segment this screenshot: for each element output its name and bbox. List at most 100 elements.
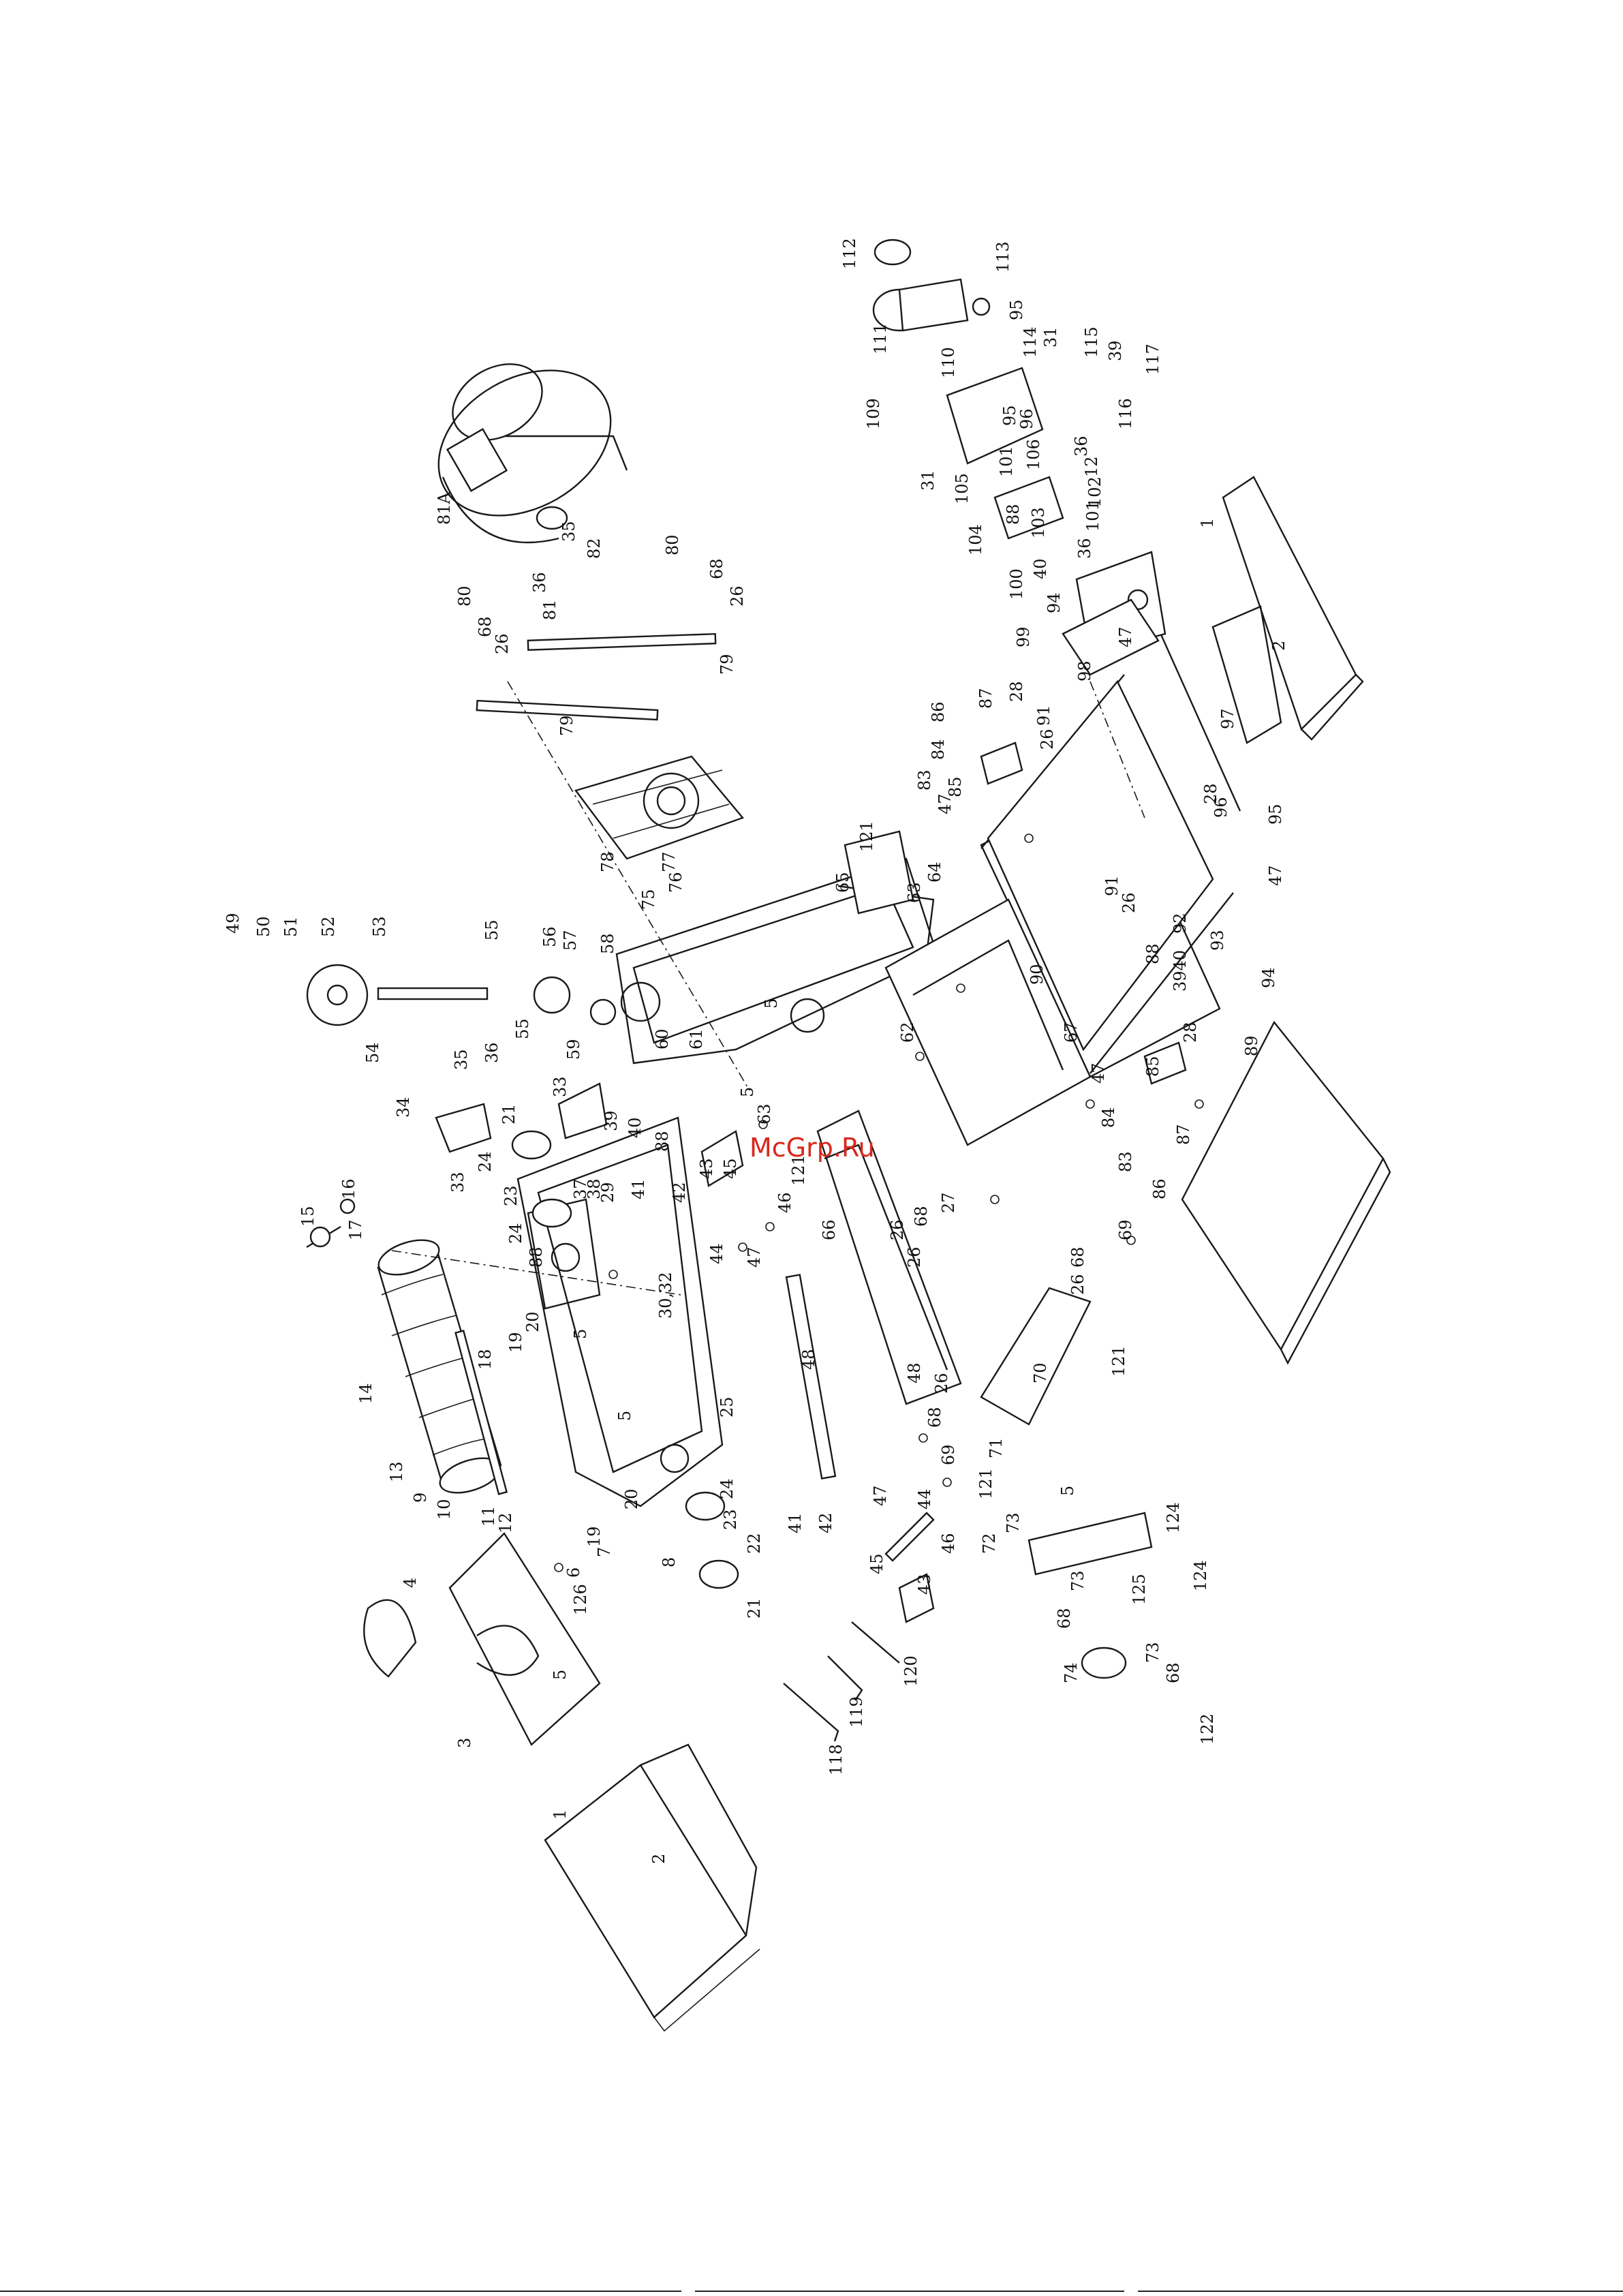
part-label-56: 56 [540, 926, 559, 947]
part-label-75: 75 [639, 889, 658, 910]
part-label-20: 20 [523, 1311, 542, 1332]
part-label-57: 57 [561, 930, 580, 951]
part-label-103: 103 [1029, 507, 1048, 538]
pulley-52 [306, 964, 369, 1026]
assembly-line-3 [1089, 681, 1145, 818]
part-label-63: 63 [755, 1103, 774, 1124]
part-label-71: 71 [987, 1437, 1006, 1458]
part-label-5: 5 [1058, 1486, 1077, 1496]
part-label-24: 24 [506, 1223, 525, 1244]
table-1-upper [1211, 476, 1364, 744]
part-label-48: 48 [799, 1349, 818, 1370]
part-label-5: 5 [738, 1087, 757, 1097]
part-label-88: 88 [653, 1131, 672, 1152]
part-label-69: 69 [939, 1444, 958, 1465]
part-label-115: 115 [1082, 326, 1101, 358]
part-label-26: 26 [1068, 1274, 1087, 1295]
guard-43a [700, 1130, 744, 1187]
part-label-122: 122 [1198, 1713, 1217, 1745]
bar-79-upper [527, 632, 717, 652]
bearing-24b [685, 1491, 726, 1521]
part-label-18: 18 [476, 1349, 495, 1370]
part-label-15: 15 [298, 1206, 318, 1227]
part-label-40: 40 [1031, 558, 1050, 579]
part-label-101: 101 [1083, 500, 1102, 532]
part-label-8: 8 [660, 1557, 679, 1567]
part-label-1: 1 [551, 1809, 570, 1820]
part-label-73: 73 [1143, 1642, 1162, 1663]
part-label-70: 70 [1031, 1362, 1050, 1383]
part-label-1: 1 [1198, 518, 1217, 528]
part-label-125: 125 [1130, 1574, 1149, 1605]
part-label-68: 68 [707, 558, 726, 579]
part-label-99: 99 [1014, 626, 1033, 647]
part-label-33: 33 [448, 1172, 467, 1193]
part-label-26: 26 [932, 1373, 951, 1394]
part-label-42: 42 [670, 1182, 689, 1203]
part-label-89: 89 [1242, 1035, 1261, 1056]
wrench-119 [827, 1655, 863, 1701]
part-label-124: 124 [1164, 1502, 1183, 1533]
part-label-94: 94 [1045, 592, 1064, 613]
part-label-110: 110 [939, 347, 958, 378]
part-label-60: 60 [653, 1028, 672, 1050]
bracket-70 [980, 1287, 1092, 1426]
part-drawings [306, 239, 1391, 2032]
part-label-104: 104 [966, 524, 985, 555]
part-label-61: 61 [687, 1028, 706, 1050]
wrench-118 [783, 1683, 839, 1742]
part-label-64: 64 [925, 861, 944, 883]
part-label-79: 79 [557, 715, 576, 736]
bearing-24a [511, 1130, 552, 1160]
part-label-47: 47 [936, 793, 955, 814]
part-label-80: 80 [663, 534, 682, 555]
bracket-65 [844, 830, 914, 915]
part-label-68: 68 [1164, 1662, 1183, 1683]
part-label-65: 65 [833, 872, 852, 893]
part-label-45: 45 [721, 1158, 740, 1179]
part-label-116: 116 [1116, 398, 1135, 429]
ring-16 [339, 1198, 356, 1214]
part-label-83: 83 [1116, 1151, 1135, 1172]
part-label-36: 36 [1075, 538, 1094, 559]
part-label-62: 62 [898, 1022, 917, 1043]
part-label-86: 86 [929, 701, 948, 722]
part-label-73: 73 [1004, 1512, 1023, 1533]
left-frame-25 [516, 1116, 724, 1507]
bar-18 [454, 1330, 508, 1495]
part-label-91: 91 [1034, 705, 1053, 726]
mount-plate-78 [574, 755, 745, 860]
part-label-35: 35 [452, 1049, 471, 1070]
part-label-17: 17 [346, 1219, 365, 1240]
part-label-44: 44 [707, 1243, 726, 1264]
part-label-88: 88 [1143, 943, 1162, 964]
part-label-78: 78 [598, 851, 617, 872]
part-label-3940: 3940 [1171, 950, 1190, 992]
part-label-46: 46 [939, 1533, 958, 1554]
part-label-21: 21 [499, 1103, 519, 1124]
part-label-58: 58 [598, 933, 617, 954]
part-label-36: 36 [530, 572, 549, 593]
shaft-53 [377, 987, 489, 1000]
part-label-26: 26 [1119, 892, 1139, 913]
part-label-85: 85 [1143, 1056, 1162, 1077]
part-label-40: 40 [625, 1117, 645, 1138]
roller-48 [785, 1274, 837, 1480]
part-label-83: 83 [915, 769, 934, 791]
part-label-43: 43 [697, 1158, 716, 1179]
part-label-39: 39 [1106, 340, 1125, 361]
part-label-45: 45 [867, 1553, 886, 1574]
part-label-9: 9 [411, 1493, 430, 1503]
part-label-87: 87 [976, 688, 995, 709]
part-label-23: 23 [721, 1509, 740, 1530]
part-label-74: 74 [1062, 1662, 1081, 1683]
part-label-5: 5 [615, 1411, 634, 1421]
motor-81a [437, 363, 628, 544]
part-label-96: 96 [1211, 797, 1231, 818]
part-label-36: 36 [1072, 435, 1091, 457]
part-label-55: 55 [482, 919, 501, 940]
part-label-119: 119 [847, 1696, 866, 1728]
part-label-42: 42 [816, 1512, 835, 1533]
